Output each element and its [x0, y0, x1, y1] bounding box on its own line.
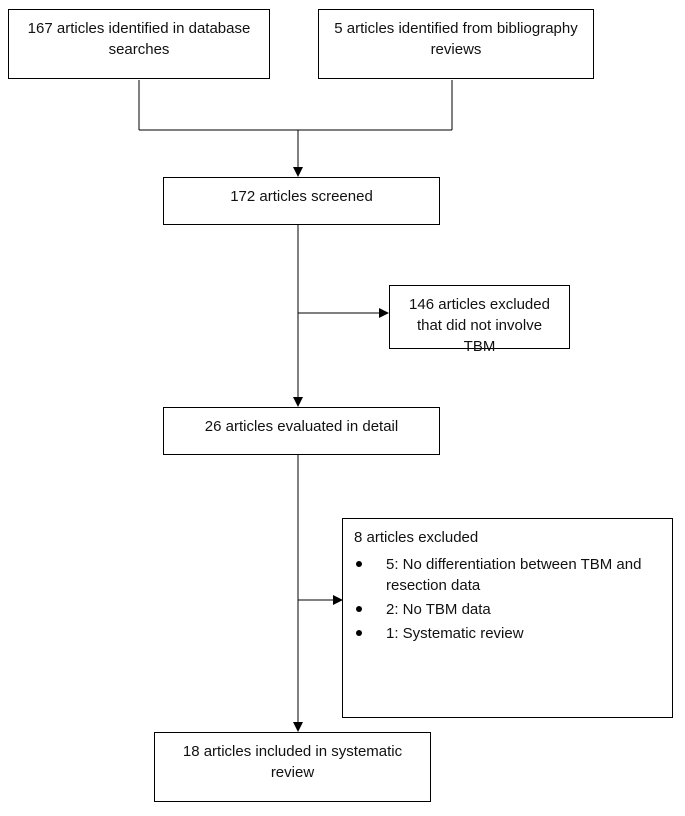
- box-excluded-detail: 8 articles excluded 5: No differentiatio…: [342, 518, 673, 718]
- excluded-reason-text: 1: Systematic review: [386, 625, 524, 642]
- excluded-reason-text: 2: No TBM data: [386, 601, 491, 618]
- box-excluded-no-tbm-text: 146 articles excluded that did not invol…: [409, 296, 550, 355]
- list-item: 2: No TBM data: [354, 599, 662, 620]
- box-included-text: 18 articles included in systematic revie…: [182, 743, 403, 781]
- excluded-reasons-list: 5: No differentiation between TBM and re…: [354, 554, 662, 644]
- list-item: 1: Systematic review: [354, 623, 662, 644]
- box-included: 18 articles included in systematic revie…: [154, 732, 431, 802]
- box-evaluated: 26 articles evaluated in detail: [163, 407, 440, 455]
- list-item: 5: No differentiation between TBM and re…: [354, 554, 662, 596]
- bullet-icon: [356, 561, 362, 567]
- box-screened-text: 172 articles screened: [230, 188, 373, 205]
- excluded-reason-text: 5: No differentiation between TBM and re…: [386, 556, 642, 594]
- box-excluded-no-tbm: 146 articles excluded that did not invol…: [389, 285, 570, 355]
- box-bibliography-reviews-text: 5 articles identified from bibliography …: [334, 20, 578, 58]
- box-database-searches: 167 articles identified in database sear…: [8, 9, 270, 79]
- box-bibliography-reviews: 5 articles identified from bibliography …: [318, 9, 594, 79]
- excluded-title: 8 articles excluded: [354, 529, 479, 546]
- box-evaluated-text: 26 articles evaluated in detail: [204, 418, 399, 435]
- bullet-icon: [356, 606, 362, 612]
- box-screened: 172 articles screened: [163, 177, 440, 225]
- box-database-searches-text: 167 articles identified in database sear…: [27, 20, 251, 58]
- bullet-icon: [356, 630, 362, 636]
